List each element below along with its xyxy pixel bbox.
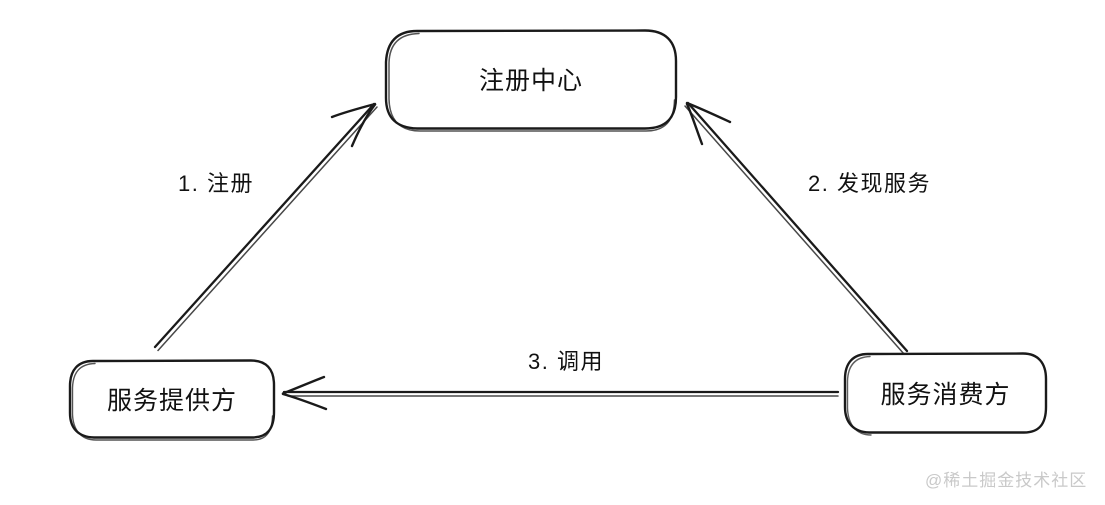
edge-invoke-arrow[interactable]	[281, 375, 840, 411]
node-registry[interactable]	[384, 29, 678, 132]
node-consumer[interactable]	[843, 352, 1048, 436]
edge-discover-label: 2. 发现服务	[808, 171, 931, 196]
watermark: @稀土掘金技术社区	[925, 471, 1088, 490]
edge-invoke-label: 3. 调用	[528, 349, 604, 374]
edge-register-arrow[interactable]	[153, 102, 378, 352]
edge-register-label: 1. 注册	[178, 171, 254, 196]
edge-discover-arrow[interactable]	[684, 101, 909, 355]
node-provider[interactable]	[68, 359, 276, 441]
